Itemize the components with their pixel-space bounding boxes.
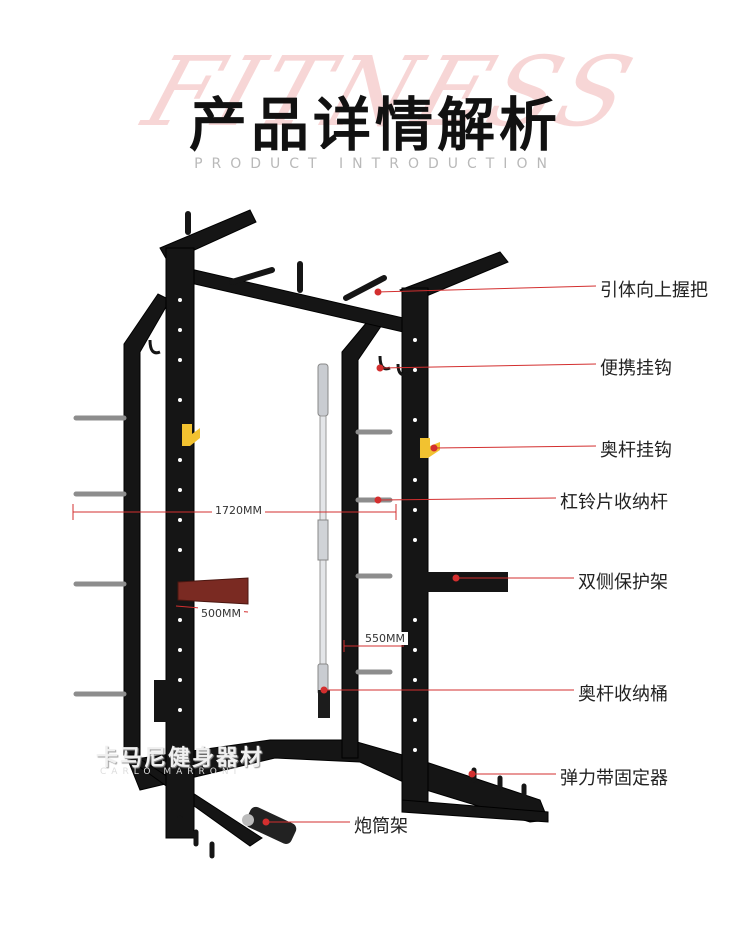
dimension-depth-label: 500MM [198,607,244,620]
callout-safety-arms: 双侧保护架 [578,572,668,593]
callout-band-pegs: 弹力带固定器 [560,768,668,789]
dimension-span-label: 550MM [362,632,408,645]
page-subtitle: PRODUCT INTRODUCTION [194,156,556,172]
dimension-width-label: 1720MM [212,504,265,517]
brand-watermark: 卡马尼健身器材 [96,746,265,771]
callout-plate-storage: 杠铃片收纳杆 [560,492,668,513]
callout-barbell-hook: 奥杆挂钩 [600,440,672,461]
callout-portable-hook: 便携挂钩 [600,358,672,379]
brand-watermark-en: CARLO MARRONI [100,767,242,777]
callout-pullup-handle: 引体向上握把 [600,280,708,301]
page-title: 产品详情解析 [188,91,561,159]
callout-bar-holder: 奥杆收纳桶 [578,684,668,705]
callout-landmine: 炮筒架 [354,816,408,837]
